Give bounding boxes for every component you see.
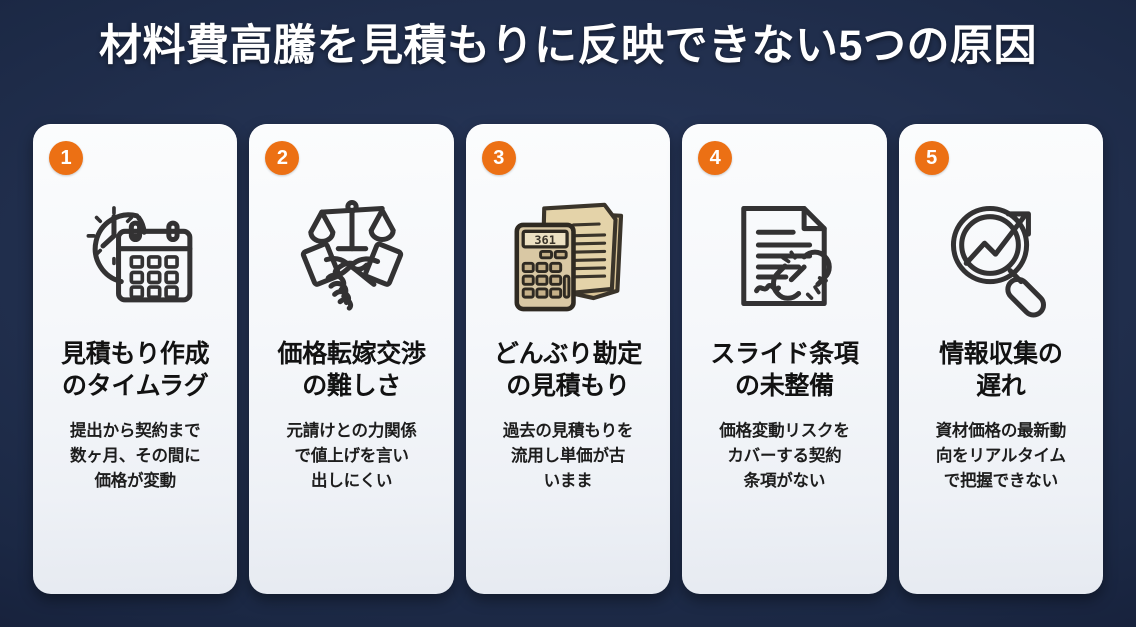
card-desc-line: 元請けとの力関係 (286, 422, 417, 440)
card-title-4: スライド条項 の未整備 (704, 338, 864, 402)
card-desc-line: 価格が変動 (94, 472, 176, 491)
card-desc-line: で値上げを言い (294, 447, 409, 466)
card-desc-line: 出しにくい (311, 472, 393, 491)
card-title-line: の難しさ (302, 372, 401, 400)
card-description-1: 提出から契約まで 数ヶ月、その間に 価格が変動 (58, 419, 212, 494)
card-title-2: 価格転嫁交渉 の難しさ (272, 338, 432, 402)
card-1[interactable]: 1 (33, 124, 238, 594)
card-desc-line: 過去の見積もりを (502, 422, 634, 440)
card-title-line: のタイムラグ (61, 372, 209, 400)
card-description-5: 資材価格の最新動 向をリアルタイム で把握できない (924, 419, 1078, 494)
card-number-badge-3: 3 (481, 141, 516, 175)
card-number-badge-4: 4 (698, 141, 733, 175)
card-title-5: 情報収集の 遅れ (933, 338, 1069, 402)
card-title-line: 遅れ (976, 372, 1026, 400)
card-desc-line: 価格変動リスクを (719, 422, 850, 440)
card-5[interactable]: 5 情報収集の 遅れ 資材価格の最新動 向をリアルタイム で把握できない (898, 124, 1104, 594)
card-desc-line: 資材価格の最新動 (935, 422, 1067, 440)
clock-calendar-icon (69, 192, 201, 320)
card-title-line: 情報収集の (939, 340, 1063, 368)
card-2[interactable]: 2 価格転嫁交渉 (249, 124, 454, 594)
card-number-badge-2: 2 (265, 141, 300, 175)
card-title-line: の見積もり (506, 372, 630, 400)
magnifier-trend-arrow-icon (935, 192, 1067, 320)
page-title: 材料費高騰を見積もりに反映できない5つの原因 (99, 22, 1037, 70)
card-desc-line: いまま (543, 472, 593, 491)
contract-broken-link-icon (718, 192, 850, 320)
card-description-4: 価格変動リスクを カバーする契約 条項がない (707, 419, 861, 494)
card-title-line: スライド条項 (710, 340, 859, 368)
card-desc-line: 提出から契約まで (70, 422, 201, 440)
card-description-3: 過去の見積もりを 流用し単価が古 いまま (491, 419, 645, 494)
card-3[interactable]: 3 361 (465, 124, 671, 594)
calculator-display-value: 361 (534, 233, 555, 247)
card-desc-line: で把握できない (943, 472, 1058, 491)
card-description-2: 元請けとの力関係 で値上げを言い 出しにくい (274, 419, 428, 494)
card-desc-line: カバーする契約 (727, 447, 842, 466)
card-desc-line: 条項がない (743, 472, 826, 491)
card-title-line: 見積もり作成 (61, 340, 210, 368)
calculator-documents-icon: 361 (502, 192, 634, 320)
card-title-line: 価格転嫁交渉 (277, 340, 427, 368)
scales-handshake-icon (286, 192, 418, 320)
card-desc-line: 数ヶ月、その間に (70, 447, 201, 466)
card-number-badge-1: 1 (49, 141, 83, 175)
card-title-line: の未整備 (735, 372, 834, 400)
card-number-badge-5: 5 (914, 141, 949, 175)
card-desc-line: 向をリアルタイム (935, 447, 1066, 466)
card-title-3: どんぶり勘定 の見積もり (488, 338, 648, 402)
card-title-1: 見積もり作成 のタイムラグ (55, 338, 215, 402)
card-desc-line: 流用し単価が古 (510, 447, 626, 466)
cards-container: 1 (33, 124, 1104, 594)
card-4[interactable]: 4 (682, 124, 887, 594)
card-title-line: どんぶり勘定 (493, 340, 643, 368)
